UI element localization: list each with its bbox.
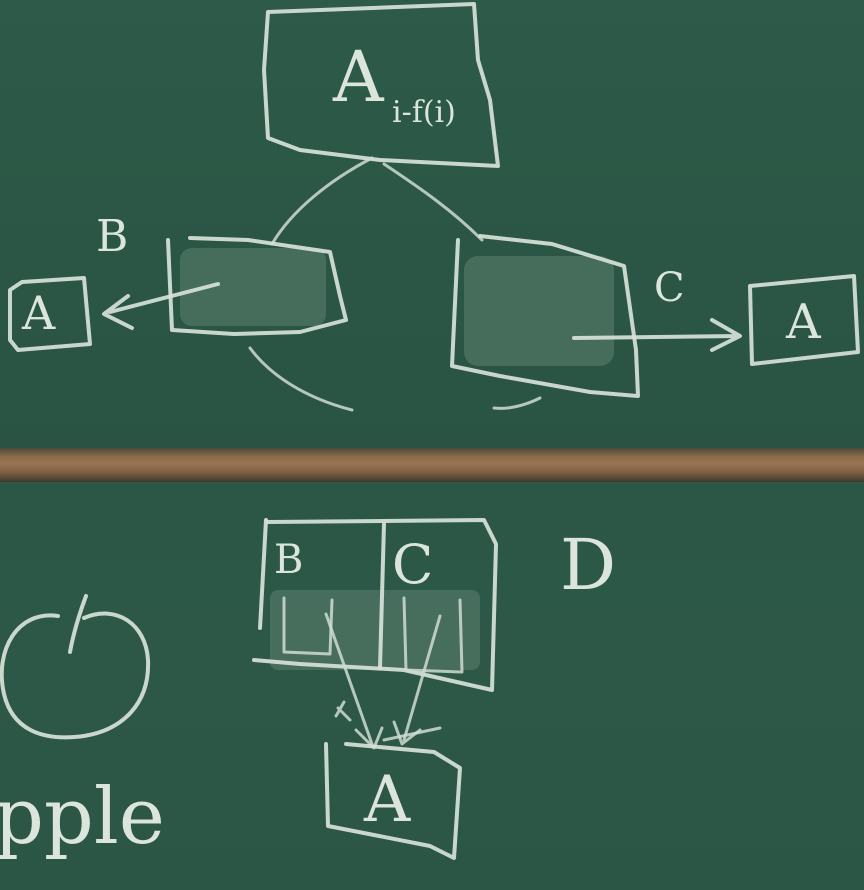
right-branch-label: C	[654, 265, 685, 311]
right-child-tail	[492, 396, 542, 410]
arrow-to-left-target	[102, 282, 220, 330]
upper-chalkboard-panel	[0, 0, 864, 448]
right-child-box	[450, 234, 640, 398]
apple-word: pple	[0, 772, 165, 862]
arrow-to-right-target	[572, 318, 742, 352]
right-target-box	[748, 274, 860, 366]
apple-drawing	[0, 611, 151, 740]
side-label: D	[560, 524, 617, 606]
left-target-box	[8, 276, 92, 352]
left-branch-label: B	[96, 211, 129, 262]
bottom-target-label: A	[364, 763, 411, 837]
block-left-label: B	[274, 537, 304, 583]
right-child-erased-area	[464, 256, 614, 366]
left-child-box	[166, 236, 348, 336]
block-right-label: C	[392, 533, 434, 596]
bc-block-divider	[378, 522, 386, 670]
root-node-subscript: i-f(i)	[392, 95, 456, 130]
bc-inner-right-box	[402, 596, 464, 674]
apple-stem	[68, 594, 88, 654]
root-node-label: A	[333, 36, 384, 118]
root-node-box	[262, 2, 500, 168]
right-target-label: A	[786, 294, 821, 350]
left-target-label: A	[22, 286, 56, 340]
arrow-scribble	[334, 700, 442, 742]
block-erased-area	[270, 590, 480, 670]
chalk-tray-rail	[0, 448, 864, 482]
left-child-tail-curve	[248, 346, 354, 412]
left-child-erased-area	[180, 248, 326, 326]
bc-block-top-line	[258, 518, 268, 630]
bottom-target-box	[324, 742, 462, 860]
branch-right	[382, 162, 484, 242]
bc-block-outline	[252, 518, 498, 692]
branch-left	[270, 156, 374, 246]
